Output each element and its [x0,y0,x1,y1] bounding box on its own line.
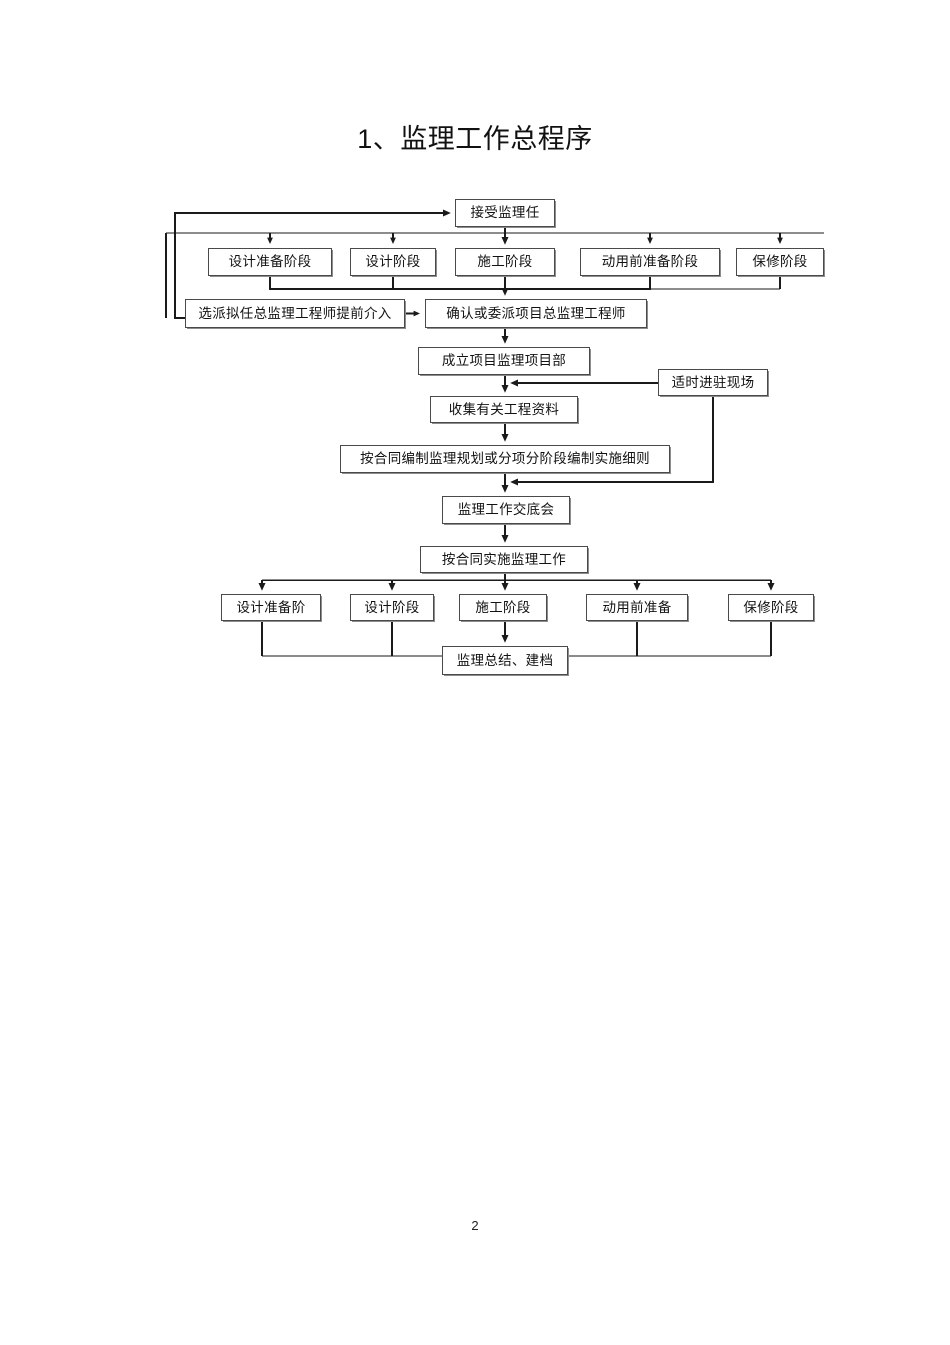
flow-node-design-preparation-stage-bottom[interactable]: 设计准备阶 [221,594,321,621]
flow-node-assign-chief-engineer-early[interactable]: 选派拟任总监理工程师提前介入 [185,299,405,328]
flow-node-warranty-stage[interactable]: 保修阶段 [736,248,824,276]
flow-node-implement-supervision-per-contract[interactable]: 按合同实施监理工作 [420,546,588,573]
flow-node-design-stage[interactable]: 设计阶段 [350,248,436,276]
flow-node-summary-and-archiving[interactable]: 监理总结、建档 [442,646,568,675]
page-number: 2 [471,1218,479,1233]
page-title: 1、监理工作总程序 [357,124,593,154]
flow-node-construction-stage[interactable]: 施工阶段 [455,248,555,276]
flow-node-accept-supervision-task[interactable]: 接受监理任 [455,199,555,227]
flow-node-timely-site-entry[interactable]: 适时进驻现场 [658,369,768,396]
flow-node-confirm-project-chief-engineer[interactable]: 确认或委派项目总监理工程师 [425,299,647,328]
flow-node-construction-stage-bottom[interactable]: 施工阶段 [459,594,547,621]
flow-node-supervision-kickoff-meeting[interactable]: 监理工作交底会 [442,496,570,524]
flow-node-prepare-supervision-plan[interactable]: 按合同编制监理规划或分项分阶段编制实施细则 [340,445,670,473]
flow-node-warranty-stage-bottom[interactable]: 保修阶段 [728,594,814,621]
flow-node-collect-project-documents[interactable]: 收集有关工程资料 [430,396,578,423]
flow-node-design-stage-bottom[interactable]: 设计阶段 [350,594,434,621]
flow-node-pre-commissioning-stage[interactable]: 动用前准备阶段 [580,248,720,276]
flowchart-connectors [165,209,824,657]
flow-node-design-preparation-stage[interactable]: 设计准备阶段 [208,248,332,276]
flow-node-pre-commissioning-bottom[interactable]: 动用前准备 [586,594,688,621]
flow-node-establish-project-department[interactable]: 成立项目监理项目部 [418,347,590,375]
flowchart-diagram: 接受监理任 设计准备阶段 设计阶段 施工阶段 动用前准备阶段 保修阶段 选派拟任… [165,199,824,675]
